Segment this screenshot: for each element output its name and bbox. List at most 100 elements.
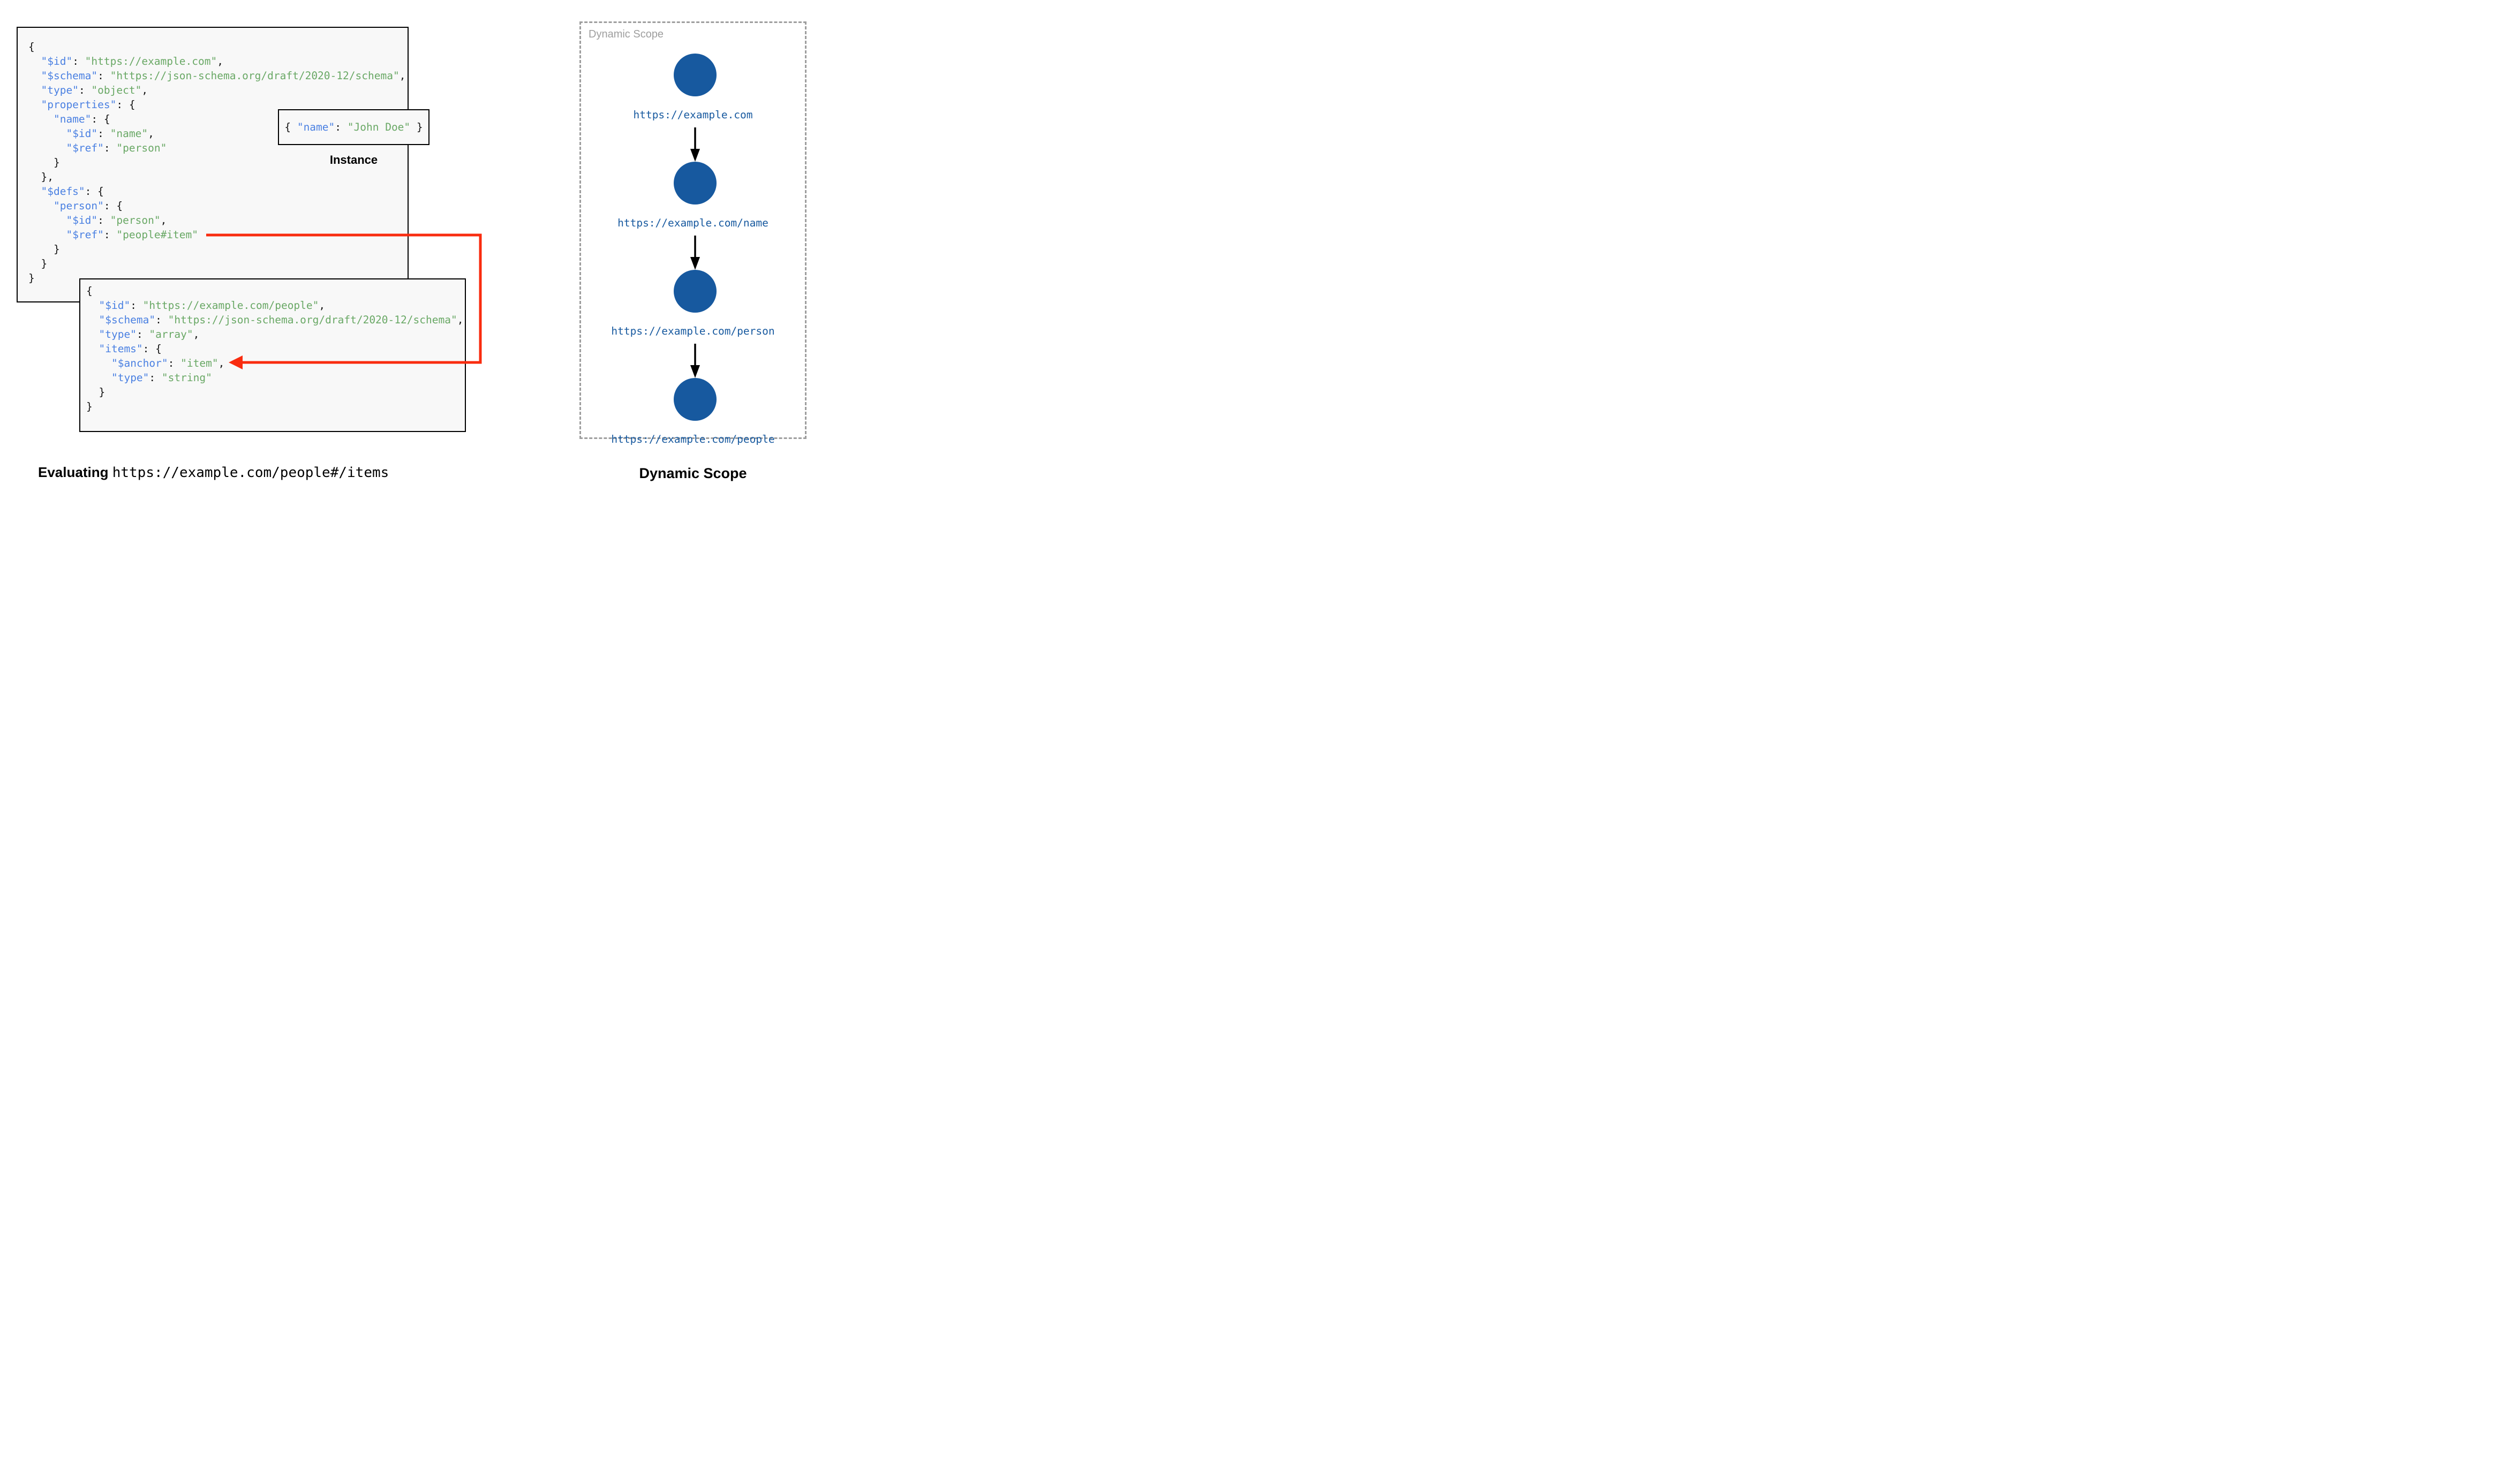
code-token: : — [149, 372, 162, 384]
code-token: } — [86, 386, 105, 398]
code-token — [28, 229, 66, 241]
code-token: : { — [116, 99, 135, 111]
evaluating-caption-uri: https://example.com/people#/items — [112, 465, 389, 481]
evaluating-caption-prefix: Evaluating — [38, 464, 109, 480]
code-line: "type": "object", — [28, 83, 408, 97]
code-token: , — [218, 357, 225, 369]
code-line: "person": { — [28, 199, 408, 213]
code-token — [28, 84, 41, 96]
instance-label: Instance — [329, 153, 378, 166]
code-token — [86, 314, 99, 326]
code-token: } — [86, 400, 93, 413]
code-token: , — [457, 314, 464, 326]
code-token — [28, 185, 41, 198]
code-token — [86, 343, 99, 355]
code-token: "$id" — [66, 127, 98, 140]
code-token: { — [28, 41, 35, 53]
code-token — [86, 357, 111, 369]
code-token: "$defs" — [41, 185, 85, 198]
code-token: : — [103, 229, 117, 241]
code-line: "$id": "https://example.com/people", — [86, 298, 465, 313]
code-line: "$id": "name", — [28, 126, 408, 141]
code-line: "type": "array", — [86, 327, 465, 342]
scope-flow-arrow-icon — [690, 344, 700, 378]
scope-node-circle — [674, 378, 717, 421]
code-token: : — [97, 70, 110, 82]
scope-node-circle — [674, 54, 717, 96]
code-token: } — [28, 243, 60, 255]
code-token: "object" — [91, 84, 142, 96]
code-token: : — [97, 214, 110, 226]
code-line: }, — [28, 170, 408, 184]
code-token: , — [160, 214, 167, 226]
code-token — [28, 70, 41, 82]
code-line: "properties": { — [28, 97, 408, 112]
code-token: : — [155, 314, 168, 326]
code-token: : — [168, 357, 181, 369]
code-token: "type" — [111, 372, 149, 384]
code-token: "https://json-schema.org/draft/2020-12/s… — [110, 70, 400, 82]
code-token — [28, 142, 66, 154]
code-token — [86, 372, 111, 384]
code-token: "https://example.com/people" — [142, 299, 319, 312]
scope-node-label: https://example.com/people — [611, 433, 775, 445]
code-token: "name" — [53, 113, 92, 125]
code-token: { — [86, 285, 93, 297]
dynamic-scope-panel-label: Dynamic Scope — [589, 28, 664, 40]
dynamic-scope-caption: Dynamic Scope — [639, 465, 747, 481]
code-token: "person" — [110, 214, 161, 226]
scope-flow-arrow-icon — [690, 236, 700, 270]
code-token: : — [130, 299, 143, 312]
code-token: }, — [28, 171, 54, 183]
code-token — [86, 299, 99, 312]
code-line: } — [86, 399, 465, 414]
code-token: "item" — [180, 357, 218, 369]
code-token: "$ref" — [66, 142, 104, 154]
code-token — [86, 328, 99, 340]
code-token — [28, 99, 41, 111]
code-token: "$schema" — [99, 314, 156, 326]
code-token: "https://example.com" — [85, 55, 217, 67]
instance-box: { "name": "John Doe" } — [278, 109, 429, 145]
code-token: "$ref" — [66, 229, 104, 241]
code-token — [28, 113, 54, 125]
code-token: : — [335, 121, 348, 133]
people-schema-code-box: { "$id": "https://example.com/people", "… — [79, 278, 466, 432]
code-token: "string" — [161, 372, 212, 384]
code-token: , — [319, 299, 326, 312]
code-token: "$id" — [66, 214, 98, 226]
code-token: , — [193, 328, 200, 340]
code-token: "person" — [53, 200, 104, 212]
code-token: : — [136, 328, 149, 340]
scope-flow-arrow-icon — [690, 127, 700, 162]
code-token: "$anchor" — [111, 357, 168, 369]
code-token: "people#item" — [116, 229, 199, 241]
caption-space — [108, 464, 112, 480]
code-token: : — [97, 127, 110, 140]
code-token: "items" — [99, 343, 143, 355]
code-token — [28, 200, 54, 212]
code-line: { — [86, 284, 465, 298]
code-token: , — [217, 55, 223, 67]
code-token: : { — [91, 113, 110, 125]
code-token: : — [103, 142, 117, 154]
code-line: "$ref": "people#item" — [28, 228, 408, 242]
code-line: "$id": "person", — [28, 213, 408, 228]
evaluating-caption: Evaluating https://example.com/people#/i… — [38, 464, 389, 481]
scope-node-label: https://example.com — [633, 109, 753, 121]
code-token: : — [78, 84, 92, 96]
code-line: "$anchor": "item", — [86, 356, 465, 370]
code-token: { — [284, 121, 297, 133]
code-token: "type" — [41, 84, 79, 96]
code-token: "https://json-schema.org/draft/2020-12/s… — [168, 314, 457, 326]
code-token: } — [28, 272, 35, 284]
code-token: : { — [85, 185, 104, 198]
code-line: } — [28, 155, 408, 170]
code-line: } — [28, 242, 408, 256]
code-token: } — [28, 258, 48, 270]
code-token: , — [399, 70, 406, 82]
code-line: "$id": "https://example.com", — [28, 54, 408, 69]
code-token: "$schema" — [41, 70, 98, 82]
code-token: "type" — [99, 328, 137, 340]
scope-node-label: https://example.com/person — [611, 325, 775, 337]
